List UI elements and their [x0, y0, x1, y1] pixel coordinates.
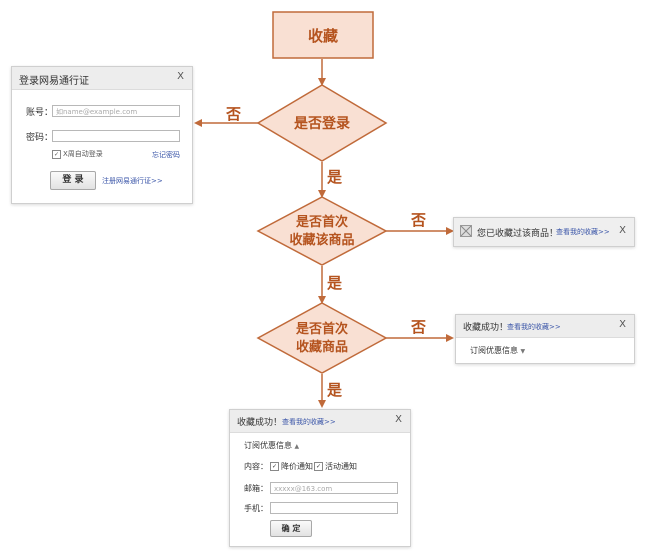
label-no-first-goods: 否 — [410, 318, 426, 336]
register-link[interactable]: 注册网易通行证>> — [102, 177, 163, 185]
start-node-label: 收藏 — [308, 27, 338, 45]
email-label: 邮箱： — [244, 484, 268, 493]
already-favorited-dialog: 您已收藏过该商品！ 查看我的收藏>> X — [453, 217, 635, 247]
label-yes-first-goods: 是 — [326, 381, 343, 399]
auto-login-label: X周自动登录 — [63, 150, 103, 158]
forgot-password-link[interactable]: 忘记密码 — [152, 151, 180, 159]
phone-label: 手机： — [244, 504, 268, 513]
view-favorites-link[interactable]: 查看我的收藏>> — [507, 323, 561, 331]
close-icon[interactable]: X — [395, 414, 402, 425]
account-input[interactable]: 如name@example.com — [52, 105, 180, 117]
checkbox-icon[interactable]: ✓ — [270, 462, 279, 471]
favorite-success-collapsed-dialog: 收藏成功！ 查看我的收藏>> X 订阅优惠信息 ▼ — [455, 314, 635, 364]
image-placeholder-icon — [460, 225, 472, 237]
close-icon[interactable]: X — [619, 319, 626, 330]
checkbox-icon[interactable]: ✓ — [52, 149, 61, 159]
label-yes-first-fav: 是 — [326, 274, 343, 292]
price-drop-label: 降价通知 — [281, 462, 313, 471]
phone-input[interactable] — [270, 502, 398, 514]
login-dialog-header: 登录网易通行证 X — [12, 67, 192, 90]
start-node — [272, 11, 374, 59]
chevron-down-icon: ▼ — [520, 348, 526, 355]
password-label: 密码： — [26, 133, 54, 143]
subscribe-label: 订阅优惠信息 — [470, 346, 518, 355]
decision-first-goods-line1: 是否首次 — [295, 321, 348, 337]
login-button[interactable]: 登 录 — [50, 171, 96, 190]
label-yes-login: 是 — [326, 168, 343, 186]
label-no-login: 否 — [225, 105, 241, 123]
event-label: 活动通知 — [325, 462, 357, 471]
success-large-header: 收藏成功！ 查看我的收藏>> X — [230, 410, 410, 433]
event-option[interactable]: ✓活动通知 — [314, 461, 357, 472]
success-large-title: 收藏成功！ — [237, 418, 283, 428]
chevron-up-icon: ▲ — [294, 443, 300, 450]
auto-login-checkbox[interactable]: ✓X周自动登录 — [52, 149, 103, 159]
content-label: 内容： — [244, 462, 268, 471]
decision-first-goods-line2: 收藏商品 — [296, 339, 348, 355]
success-small-title: 收藏成功！ — [463, 323, 509, 333]
already-favorited-message: 您已收藏过该商品！ — [477, 229, 559, 239]
password-input[interactable] — [52, 130, 180, 142]
success-small-header: 收藏成功！ 查看我的收藏>> X — [456, 315, 634, 338]
view-favorites-link[interactable]: 查看我的收藏>> — [556, 228, 610, 236]
subscribe-label: 订阅优惠信息 — [244, 441, 292, 450]
decision-logged-in — [256, 84, 388, 162]
close-icon[interactable]: X — [619, 225, 626, 236]
subscribe-toggle[interactable]: 订阅优惠信息 ▲ — [244, 440, 299, 451]
subscribe-toggle[interactable]: 订阅优惠信息 ▼ — [470, 345, 525, 356]
view-favorites-link[interactable]: 查看我的收藏>> — [282, 418, 336, 426]
label-no-first-fav: 否 — [410, 211, 426, 229]
decision-first-favorite-line2: 收藏该商品 — [289, 232, 354, 248]
decision-first-favorite — [256, 196, 388, 266]
close-icon[interactable]: X — [177, 71, 184, 82]
price-drop-option[interactable]: ✓降价通知 — [270, 461, 313, 472]
login-dialog: 登录网易通行证 X 账号： 如name@example.com 密码： ✓X周自… — [11, 66, 193, 204]
confirm-button[interactable]: 确 定 — [270, 520, 312, 537]
email-input[interactable]: xxxxx@163.com — [270, 482, 398, 494]
decision-first-goods — [256, 302, 388, 374]
account-label: 账号： — [26, 108, 54, 118]
decision-logged-in-label: 是否登录 — [294, 115, 350, 132]
favorite-success-expanded-dialog: 收藏成功！ 查看我的收藏>> X 订阅优惠信息 ▲ 内容： ✓降价通知 ✓活动通… — [229, 409, 411, 547]
login-dialog-title: 登录网易通行证 — [19, 76, 89, 87]
decision-first-favorite-line1: 是否首次 — [295, 214, 348, 230]
checkbox-icon[interactable]: ✓ — [314, 462, 323, 471]
